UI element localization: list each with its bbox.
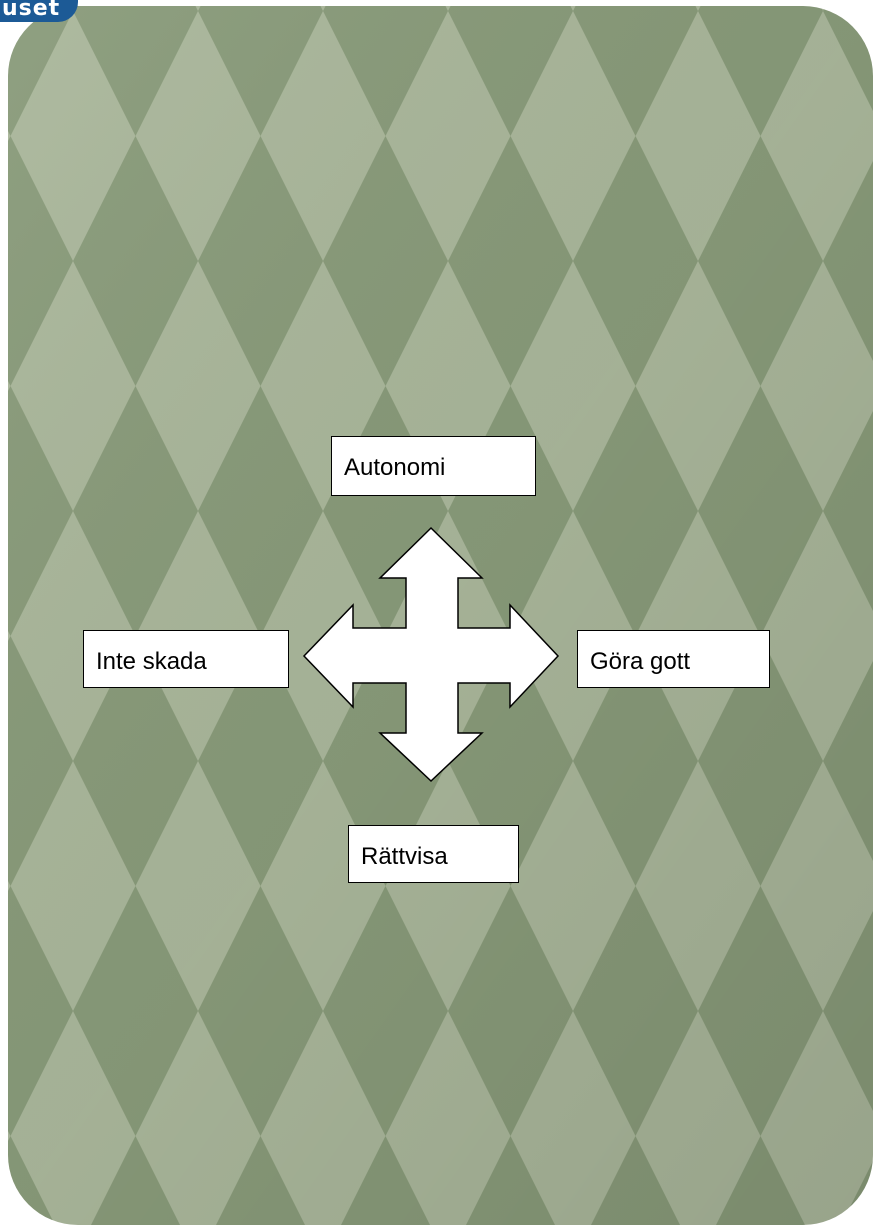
label-rattvisa: Rättvisa xyxy=(348,825,519,883)
label-inte-skada: Inte skada xyxy=(83,630,289,688)
label-gora-gott: Göra gott xyxy=(577,630,770,688)
four-way-arrow-icon xyxy=(302,526,560,783)
corner-logo-badge: uset xyxy=(0,0,78,22)
label-autonomi: Autonomi xyxy=(331,436,536,496)
corner-badge-text: uset xyxy=(2,0,61,21)
